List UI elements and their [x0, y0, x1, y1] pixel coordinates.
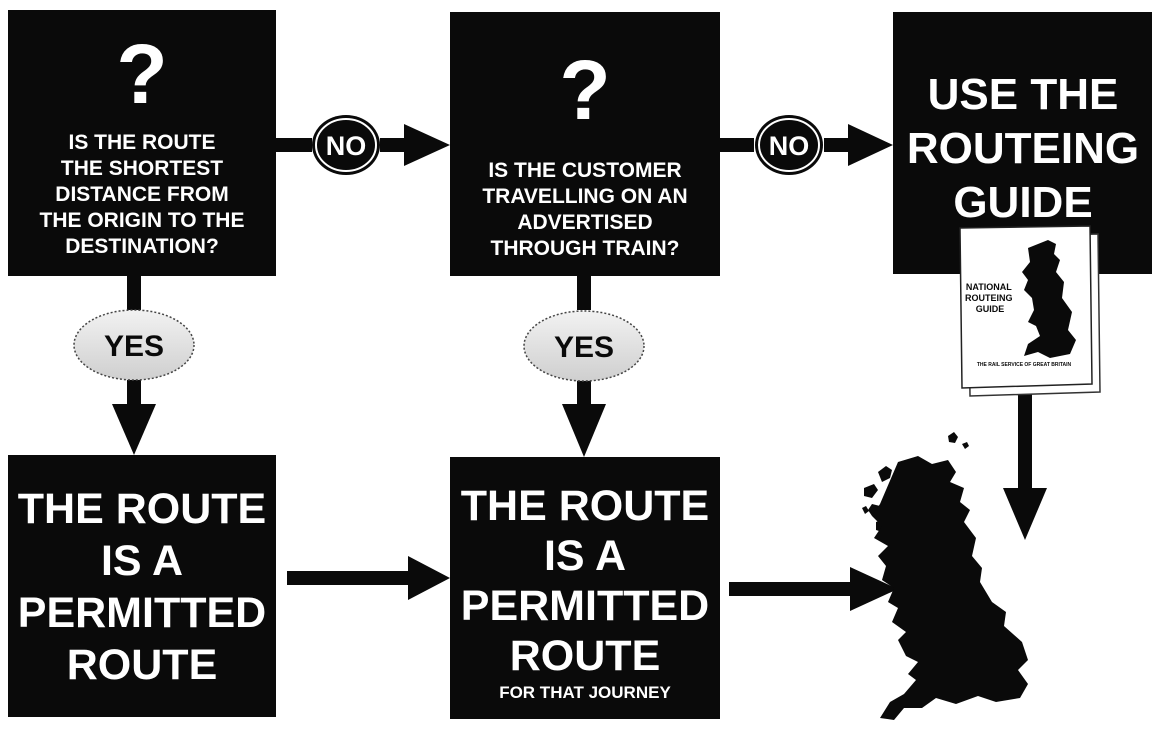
- result-box-permitted-route: THE ROUTE IS A PERMITTED ROUTE: [8, 455, 276, 717]
- arrow-no-1: NO: [276, 115, 450, 175]
- question-shortest-route: IS THE ROUTE THE SHORTEST DISTANCE FROM …: [39, 131, 245, 258]
- action-box-use-routeing-guide: USE THE ROUTEING GUIDE: [893, 12, 1152, 274]
- routeing-guide-book-icon: NATIONAL ROUTEING GUIDE THE RAIL SERVICE…: [959, 225, 1101, 397]
- great-britain-map-icon: [862, 432, 1028, 720]
- yes-label: YES: [554, 331, 614, 364]
- guide-book-footer: THE RAIL SERVICE OF GREAT BRITAIN: [977, 362, 1072, 368]
- no-label: NO: [769, 131, 810, 161]
- arrow-yes-1: YES: [73, 276, 195, 455]
- result-box-permitted-route-journey: THE ROUTE IS A PERMITTED ROUTE FOR THAT …: [450, 457, 720, 719]
- permitted-route-text: THE ROUTE IS A PERMITTED ROUTE: [17, 485, 267, 689]
- for-that-journey-text: FOR THAT JOURNEY: [499, 683, 671, 702]
- arrow-guide-to-map: [1003, 390, 1047, 540]
- arrow-no-2: NO: [720, 115, 893, 175]
- question-mark-icon: ?: [559, 43, 611, 137]
- question-through-train: IS THE CUSTOMER TRAVELLING ON AN ADVERTI…: [482, 159, 688, 260]
- guide-book-title: NATIONAL ROUTEING GUIDE: [965, 282, 1015, 314]
- decision-box-through-train: ? IS THE CUSTOMER TRAVELLING ON AN ADVER…: [450, 12, 720, 276]
- question-mark-icon: ?: [116, 27, 168, 121]
- arrow-permitted-to-journey: [287, 556, 450, 600]
- no-label: NO: [326, 131, 367, 161]
- arrow-yes-2: YES: [523, 276, 645, 457]
- permitted-route-text: THE ROUTE IS A PERMITTED ROUTE: [460, 482, 710, 680]
- decision-box-shortest-route: ? IS THE ROUTE THE SHORTEST DISTANCE FRO…: [8, 10, 276, 276]
- arrow-journey-to-map: [729, 567, 898, 611]
- use-routeing-guide-text: USE THE ROUTEING GUIDE: [906, 70, 1140, 227]
- yes-label: YES: [104, 330, 164, 363]
